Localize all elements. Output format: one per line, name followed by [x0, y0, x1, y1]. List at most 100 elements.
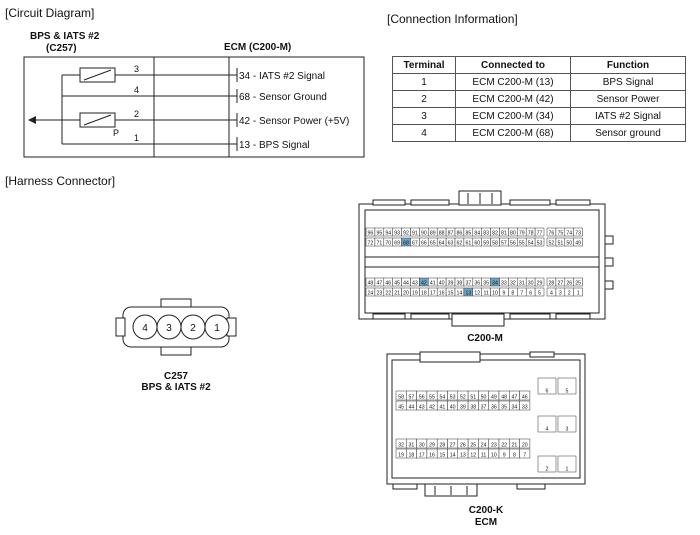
- table-cell: ECM C200-M (13): [455, 73, 571, 91]
- c200m-pin-number: 37: [465, 280, 471, 286]
- c200m-pin-number: 81: [501, 230, 507, 236]
- c200k-pin: [519, 390, 531, 401]
- table-cell: ECM C200-M (42): [455, 90, 571, 108]
- c200m-pin-number: 3: [559, 290, 562, 296]
- c200m-pin-number: 65: [430, 240, 436, 246]
- c200m-pin-number: 5: [538, 290, 541, 296]
- c200k-pin-number: 48: [501, 394, 507, 400]
- c200m-pin-number: 42: [421, 280, 427, 286]
- c200m-pin-number: 54: [528, 240, 534, 246]
- c200m-pin-number: 26: [566, 280, 572, 286]
- c200m-pin-number: 86: [457, 230, 463, 236]
- c200m-pin-number: 13: [465, 290, 471, 296]
- c200m-pin-number: 34: [492, 280, 498, 286]
- c200k-pin-number: 54: [439, 394, 445, 400]
- c200m-pin-number: 69: [394, 240, 400, 246]
- c200k-pin-number: 43: [419, 404, 425, 410]
- c200k-pin-number: 39: [460, 404, 466, 410]
- c200m-pin-number: 74: [566, 230, 572, 236]
- c200k-pin-number: 34: [512, 404, 518, 410]
- table-cell: ECM C200-M (34): [455, 107, 571, 125]
- c200m-pin-number: 33: [501, 280, 507, 286]
- c200k-pin-number: 9: [503, 452, 506, 458]
- sensor-name: BPS & IATS #2: [30, 31, 100, 42]
- sensor-box: [23, 56, 155, 158]
- table-cell: 3: [392, 107, 456, 125]
- c200m-pin-number: 55: [519, 240, 525, 246]
- c200m-pin-number: 17: [430, 290, 436, 296]
- table-cell: Sensor Power: [570, 90, 686, 108]
- c200m-label: C200-M: [467, 333, 503, 344]
- c200m-pin-number: 75: [557, 230, 563, 236]
- c200m-pin-number: 78: [528, 230, 534, 236]
- c200k-pin-number: 13: [460, 452, 466, 458]
- c200k-pin-number: 28: [439, 442, 445, 448]
- c200m-pin-number: 7: [520, 290, 523, 296]
- c200m-pin-number: 60: [474, 240, 480, 246]
- c200m-pin-number: 41: [430, 280, 436, 286]
- c200k-pin-number: 27: [450, 442, 456, 448]
- c200k-pin-number: 24: [481, 442, 487, 448]
- c200k-pin-number: 16: [429, 452, 435, 458]
- c200m-pin-number: 46: [385, 280, 391, 286]
- sensor-connector: (C257): [46, 43, 77, 54]
- c200m-pin-number: 79: [519, 230, 525, 236]
- c200m-pin-number: 6: [529, 290, 532, 296]
- table-row: 4 ECM C200-M (68) Sensor ground: [392, 124, 686, 142]
- c200k-pin-number: 44: [409, 404, 415, 410]
- c200m-pin-number: 94: [385, 230, 391, 236]
- c200m-pin-number: 91: [412, 230, 418, 236]
- c200m-pin-number: 96: [368, 230, 374, 236]
- c200k-pin-number: 38: [470, 404, 476, 410]
- c200m-pin-number: 19: [412, 290, 418, 296]
- c257-pin: 4: [142, 323, 148, 334]
- c200k-pin-number: 23: [491, 442, 497, 448]
- table-row: 3 ECM C200-M (34) IATS #2 Signal: [392, 107, 686, 125]
- c200m-pin-number: 18: [421, 290, 427, 296]
- c200m-pin-number: 66: [421, 240, 427, 246]
- table-cell: Sensor ground: [570, 124, 686, 142]
- c200m-pin: [534, 237, 545, 247]
- c200m-pin-number: 40: [439, 280, 445, 286]
- c200k-pin-number: 12: [470, 452, 476, 458]
- c200m-pin-number: 83: [483, 230, 489, 236]
- c200m-pin-number: 30: [528, 280, 534, 286]
- c200m-pin: [573, 287, 583, 297]
- c200m-pin-number: 62: [457, 240, 463, 246]
- c200m-pin-number: 25: [575, 280, 581, 286]
- c200m-pin-number: 4: [550, 290, 553, 296]
- c200k-pin-number: 47: [512, 394, 518, 400]
- c200m-pin-number: 51: [557, 240, 563, 246]
- c200m-pin-number: 84: [474, 230, 480, 236]
- c200k-pin-number: 2: [546, 466, 549, 472]
- c200k-pin-number: 1: [566, 466, 569, 472]
- c200m-connector: [358, 190, 614, 327]
- c200m-pin-number: 9: [503, 290, 506, 296]
- c200k-pin-number: 52: [460, 394, 466, 400]
- c200k-pin-number: 51: [470, 394, 476, 400]
- c200k-pin-number: 25: [470, 442, 476, 448]
- c200k-pin-number: 26: [460, 442, 466, 448]
- c200k-pin: [537, 415, 557, 433]
- c200m-pin-number: 28: [549, 280, 555, 286]
- c200m-pin-number: 11: [483, 290, 488, 296]
- c200m-pin-number: 10: [492, 290, 498, 296]
- c200k-pin-number: 8: [513, 452, 516, 458]
- c200m-pin-number: 35: [483, 280, 489, 286]
- c200m-pin-number: 52: [549, 240, 555, 246]
- column-header: Terminal: [392, 56, 456, 74]
- c200k-pin: [557, 415, 577, 433]
- c200m-pin-number: 43: [412, 280, 418, 286]
- c257-pin: 2: [190, 323, 196, 334]
- ecm-title: ECM (C200-M): [224, 42, 291, 53]
- c200k-pin-number: 17: [419, 452, 425, 458]
- c200m-pin-number: 95: [376, 230, 382, 236]
- c200m-pin-number: 87: [448, 230, 454, 236]
- arrow-left-icon: [28, 116, 36, 124]
- c200m-pin-number: 57: [501, 240, 507, 246]
- c200m-pin-number: 71: [376, 240, 382, 246]
- c200k-pin-number: 50: [481, 394, 487, 400]
- c200m-pin-number: 58: [492, 240, 498, 246]
- c200k-pin-number: 30: [419, 442, 425, 448]
- c200k-pin-number: 56: [419, 394, 425, 400]
